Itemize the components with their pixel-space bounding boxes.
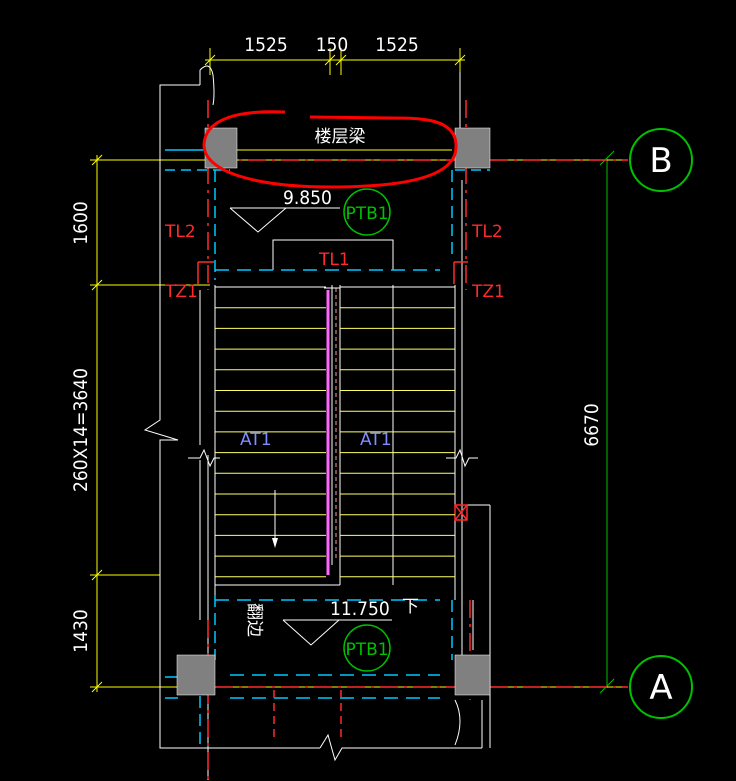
dim-top-middle: 150 xyxy=(316,34,349,56)
label-down: 下 xyxy=(402,597,419,617)
elevation-mark-lower: 11.750 xyxy=(282,598,392,646)
floor-beam-markup: 楼层梁 xyxy=(202,110,458,189)
label-tz1-left: TZ1 xyxy=(164,282,198,302)
ptb1-upper: PTB1 xyxy=(343,188,391,236)
ptb1-upper-label: PTB1 xyxy=(345,204,388,224)
column-top-right xyxy=(454,127,491,169)
label-tz1-right: TZ1 xyxy=(471,282,505,302)
floor-beam-label: 楼层梁 xyxy=(315,127,366,147)
red-beam-lines xyxy=(197,100,471,780)
elevation-lower: 11.750 xyxy=(330,598,390,620)
dim-right: 6670 xyxy=(581,403,603,447)
ptb1-lower-label: PTB1 xyxy=(345,640,388,660)
top-dimension: 1525 150 1525 xyxy=(204,34,466,75)
dim-top-left: 1525 xyxy=(244,34,288,56)
label-tl2-right: TL2 xyxy=(471,222,503,242)
dim-left-middle: 260X14=3640 xyxy=(70,368,92,492)
label-tl1: TL1 xyxy=(318,250,350,270)
column-bottom-left xyxy=(176,654,216,696)
axis-label-a: A xyxy=(649,668,672,708)
label-tl2-left: TL2 xyxy=(164,222,196,242)
elevation-upper: 9.850 xyxy=(283,187,332,209)
down-arrow xyxy=(272,490,278,548)
label-at1-right: AT1 xyxy=(360,430,392,450)
right-dimension: 6670 xyxy=(581,150,615,694)
axis-bubble-b: B xyxy=(629,128,693,192)
column-top-left xyxy=(204,127,238,169)
label-flap: 翻边 xyxy=(244,603,264,637)
stair-treads xyxy=(214,285,456,585)
dim-left-top: 1600 xyxy=(70,201,92,245)
dim-top-right: 1525 xyxy=(375,34,419,56)
dim-left-bottom: 1430 xyxy=(70,609,92,653)
columns xyxy=(176,127,491,696)
elevation-mark-upper: 9.850 xyxy=(229,187,340,233)
ptb1-lower: PTB1 xyxy=(343,624,391,672)
label-at1-left: AT1 xyxy=(240,430,272,450)
axis-label-b: B xyxy=(649,141,672,181)
axis-lines xyxy=(160,159,628,688)
axis-bubble-a: A xyxy=(629,655,693,719)
center-handrail xyxy=(324,285,340,575)
column-bottom-right xyxy=(454,654,491,696)
